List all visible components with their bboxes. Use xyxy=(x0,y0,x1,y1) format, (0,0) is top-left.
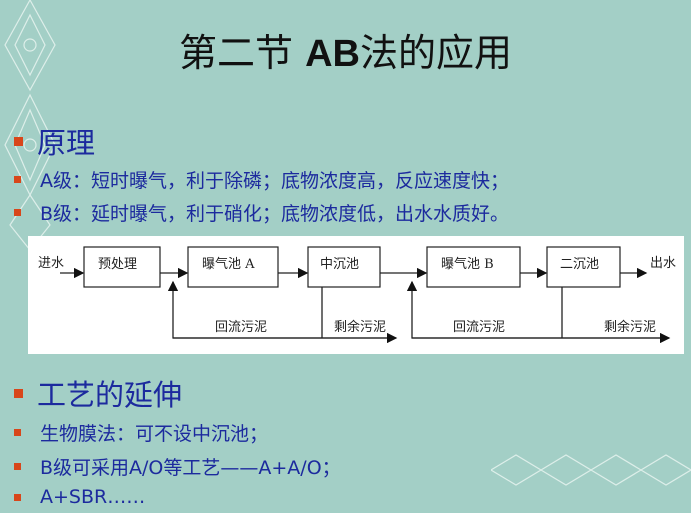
list-item: B级可采用A/O等工艺——A+A/O； xyxy=(14,453,341,480)
return-sludge-label: 回流污泥 xyxy=(453,320,505,335)
list-item: 生物膜法：可不设中沉池； xyxy=(14,419,268,446)
bullet-icon xyxy=(14,209,21,216)
box-label: 中沉池 xyxy=(320,257,359,272)
bullet-icon xyxy=(14,429,21,436)
section-heading-extension: 工艺的延伸 xyxy=(14,372,182,414)
bullet-icon xyxy=(14,463,21,470)
box-aeration-b xyxy=(426,246,521,288)
title-prefix: 第二节 xyxy=(179,31,306,75)
process-flow-diagram: 进水 出水 预处理 曝气池 A 中沉池 曝气池 B 二沉池 回流污泥 剩余污泥 … xyxy=(28,236,684,354)
box-label: 预处理 xyxy=(98,257,137,272)
box-label: 曝气池 A xyxy=(202,256,255,272)
item-text: A级：短时曝气，利于除磷；底物浓度高，反应速度快； xyxy=(40,170,509,192)
bullet-icon xyxy=(14,136,23,146)
box-label: 曝气池 B xyxy=(441,256,494,272)
excess-sludge-label: 剩余污泥 xyxy=(604,319,656,335)
list-item: A级：短时曝气，利于除磷；底物浓度高，反应速度快； xyxy=(14,166,509,193)
heading-text: 工艺的延伸 xyxy=(37,378,183,412)
box-pretreatment xyxy=(83,246,161,288)
item-text: B级可采用A/O等工艺——A+A/O； xyxy=(40,457,341,479)
bullet-icon xyxy=(14,176,21,183)
item-text: 生物膜法：可不设中沉池； xyxy=(40,423,269,445)
excess-sludge-label: 剩余污泥 xyxy=(334,319,386,335)
box-secondary-clarifier xyxy=(546,246,621,288)
outlet-label: 出水 xyxy=(650,256,676,271)
bullet-icon xyxy=(14,493,21,501)
page-title: 第二节 AB法的应用 xyxy=(0,22,691,77)
item-text: B级：延时曝气，利于硝化；底物浓度低，出水水质好。 xyxy=(40,203,510,225)
bullet-icon xyxy=(14,388,23,398)
list-item: B级：延时曝气，利于硝化；底物浓度低，出水水质好。 xyxy=(14,199,509,226)
decorative-ornament-icon xyxy=(4,0,56,250)
item-text: A+SBR…… xyxy=(40,486,146,508)
decorative-border-icon xyxy=(491,454,691,486)
return-sludge-label: 回流污泥 xyxy=(215,320,267,335)
box-label: 二沉池 xyxy=(560,257,599,272)
inlet-label: 进水 xyxy=(38,256,64,271)
list-item: A+SBR…… xyxy=(14,486,145,508)
box-aeration-a xyxy=(187,246,279,288)
title-suffix: 法的应用 xyxy=(359,31,512,75)
box-intermediate-clarifier xyxy=(307,246,381,288)
section-heading-principle: 原理 xyxy=(14,120,95,162)
title-ab: AB xyxy=(305,33,360,75)
heading-text: 原理 xyxy=(37,126,96,160)
